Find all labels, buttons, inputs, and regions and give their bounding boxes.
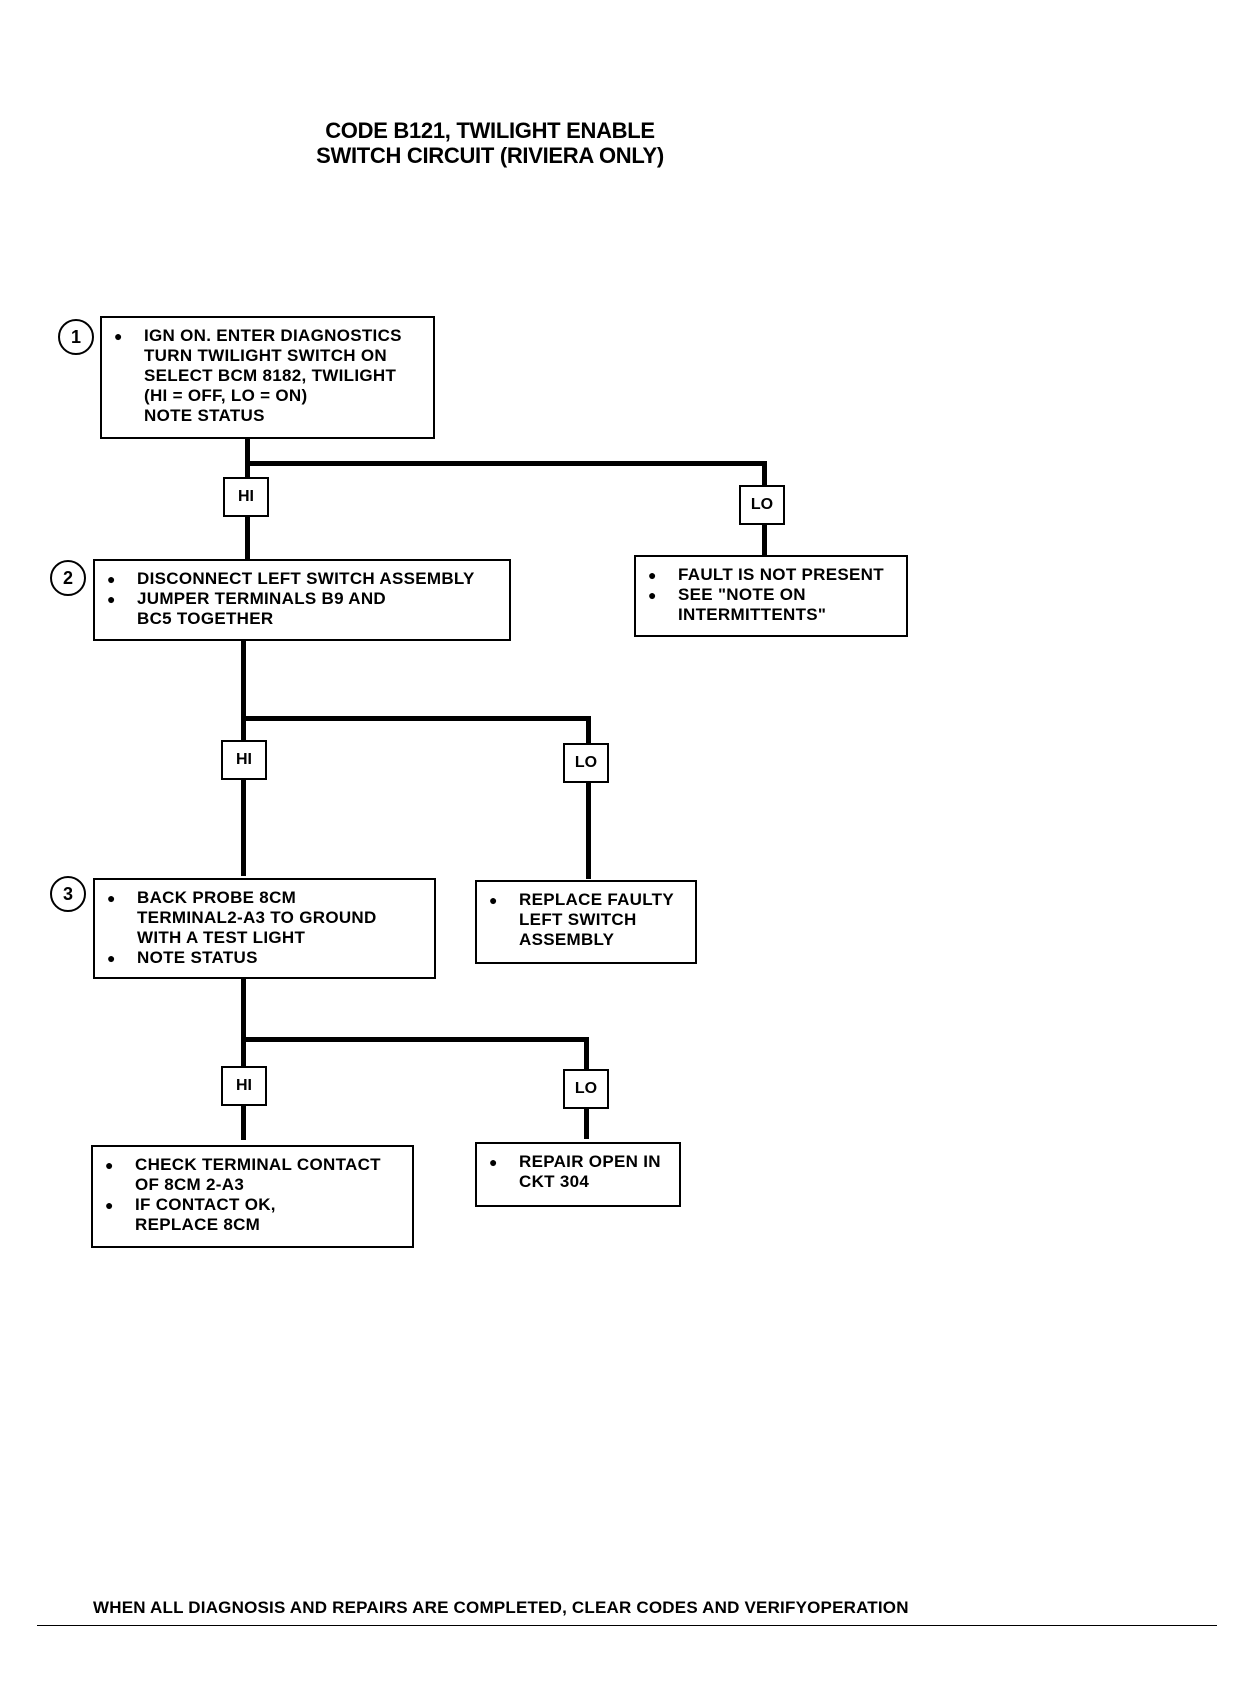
title-line-1: CODE B121, TWILIGHT ENABLE bbox=[325, 118, 655, 143]
footer-divider bbox=[37, 1625, 1217, 1626]
repair-open-box: REPAIR OPEN IN CKT 304 bbox=[475, 1142, 681, 1207]
text-line: DISCONNECT LEFT SWITCH ASSEMBLY bbox=[137, 569, 475, 588]
lo-tag-1: LO bbox=[739, 485, 785, 525]
text-line: FAULT IS NOT PRESENT bbox=[678, 565, 884, 584]
text-line: REPLACE 8CM bbox=[135, 1215, 261, 1234]
footer-instruction: WHEN ALL DIAGNOSIS AND REPAIRS ARE COMPL… bbox=[93, 1598, 909, 1617]
text-line: IGN ON. ENTER DIAGNOSTICS bbox=[144, 326, 402, 345]
text-line: REPLACE FAULTY bbox=[519, 890, 675, 909]
text-line: BACK PROBE 8CM bbox=[137, 888, 297, 907]
text-line: BC5 TOGETHER bbox=[137, 609, 274, 628]
list-item: CHECK TERMINAL CONTACT OF 8CM 2-A3 bbox=[103, 1155, 404, 1195]
replace-switch-box: REPLACE FAULTY LEFT SWITCH ASSEMBLY bbox=[475, 880, 697, 964]
text-line: OF 8CM 2-A3 bbox=[135, 1175, 245, 1194]
list-item: IF CONTACT OK, REPLACE 8CM bbox=[103, 1195, 404, 1235]
text-line: JUMPER TERMINALS B9 AND bbox=[137, 589, 387, 608]
step-1-marker: 1 bbox=[58, 319, 94, 355]
hi-tag-3: HI bbox=[221, 1066, 267, 1106]
text-line: WITH A TEST LIGHT bbox=[137, 928, 306, 947]
step-2-box: DISCONNECT LEFT SWITCH ASSEMBLY JUMPER T… bbox=[93, 559, 511, 641]
list-item: REPLACE FAULTY LEFT SWITCH ASSEMBLY bbox=[487, 890, 687, 950]
text-line: TERMINAL2-A3 TO GROUND bbox=[137, 908, 377, 927]
list-item: JUMPER TERMINALS B9 AND BC5 TOGETHER bbox=[105, 589, 501, 629]
lo-tag-3: LO bbox=[563, 1069, 609, 1109]
connector-step2-lo-down bbox=[586, 716, 591, 879]
step-1-instructions: IGN ON. ENTER DIAGNOSTICS TURN TWILIGHT … bbox=[112, 326, 425, 426]
text-line: ASSEMBLY bbox=[519, 930, 615, 949]
list-item: SEE "NOTE ON INTERMITTENTS" bbox=[646, 585, 898, 625]
list-item: BACK PROBE 8CM TERMINAL2-A3 TO GROUND WI… bbox=[105, 888, 426, 948]
text-line: NOTE STATUS bbox=[144, 406, 265, 425]
text-line: (HI = OFF, LO = ON) bbox=[144, 386, 308, 405]
text-line: TURN TWILIGHT SWITCH ON bbox=[144, 346, 387, 365]
list-item: REPAIR OPEN IN CKT 304 bbox=[487, 1152, 671, 1192]
check-terminal-box: CHECK TERMINAL CONTACT OF 8CM 2-A3 IF CO… bbox=[91, 1145, 414, 1248]
step-1-box: IGN ON. ENTER DIAGNOSTICS TURN TWILIGHT … bbox=[100, 316, 435, 439]
lo-tag-2: LO bbox=[563, 743, 609, 783]
fault-not-present-box: FAULT IS NOT PRESENT SEE "NOTE ON INTERM… bbox=[634, 555, 908, 637]
text-line: SEE "NOTE ON bbox=[678, 585, 806, 604]
text-line: CKT 304 bbox=[519, 1172, 590, 1191]
text-line: CHECK TERMINAL CONTACT bbox=[135, 1155, 381, 1174]
connector-step2-horizontal bbox=[241, 716, 591, 721]
title-line-2: SWITCH CIRCUIT (RIVIERA ONLY) bbox=[316, 143, 664, 168]
step-2-marker: 2 bbox=[50, 560, 86, 596]
connector-step1-horizontal bbox=[245, 461, 767, 466]
hi-tag-2: HI bbox=[221, 740, 267, 780]
step-3-box: BACK PROBE 8CM TERMINAL2-A3 TO GROUND WI… bbox=[93, 878, 436, 979]
text-line: INTERMITTENTS" bbox=[678, 605, 827, 624]
step-3-marker: 3 bbox=[50, 876, 86, 912]
text-line: REPAIR OPEN IN bbox=[519, 1152, 661, 1171]
list-item: DISCONNECT LEFT SWITCH ASSEMBLY bbox=[105, 569, 501, 589]
diagram-title: CODE B121, TWILIGHT ENABLE SWITCH CIRCUI… bbox=[240, 118, 740, 168]
list-item: NOTE STATUS bbox=[105, 948, 426, 968]
text-line: NOTE STATUS bbox=[137, 948, 258, 967]
connector-step3-horizontal bbox=[241, 1037, 589, 1042]
list-item: FAULT IS NOT PRESENT bbox=[646, 565, 898, 585]
connector-step3-down bbox=[241, 976, 246, 1140]
text-line: SELECT BCM 8182, TWILIGHT bbox=[144, 366, 397, 385]
hi-tag-1: HI bbox=[223, 477, 269, 517]
text-line: LEFT SWITCH bbox=[519, 910, 637, 929]
text-line: IF CONTACT OK, bbox=[135, 1195, 276, 1214]
